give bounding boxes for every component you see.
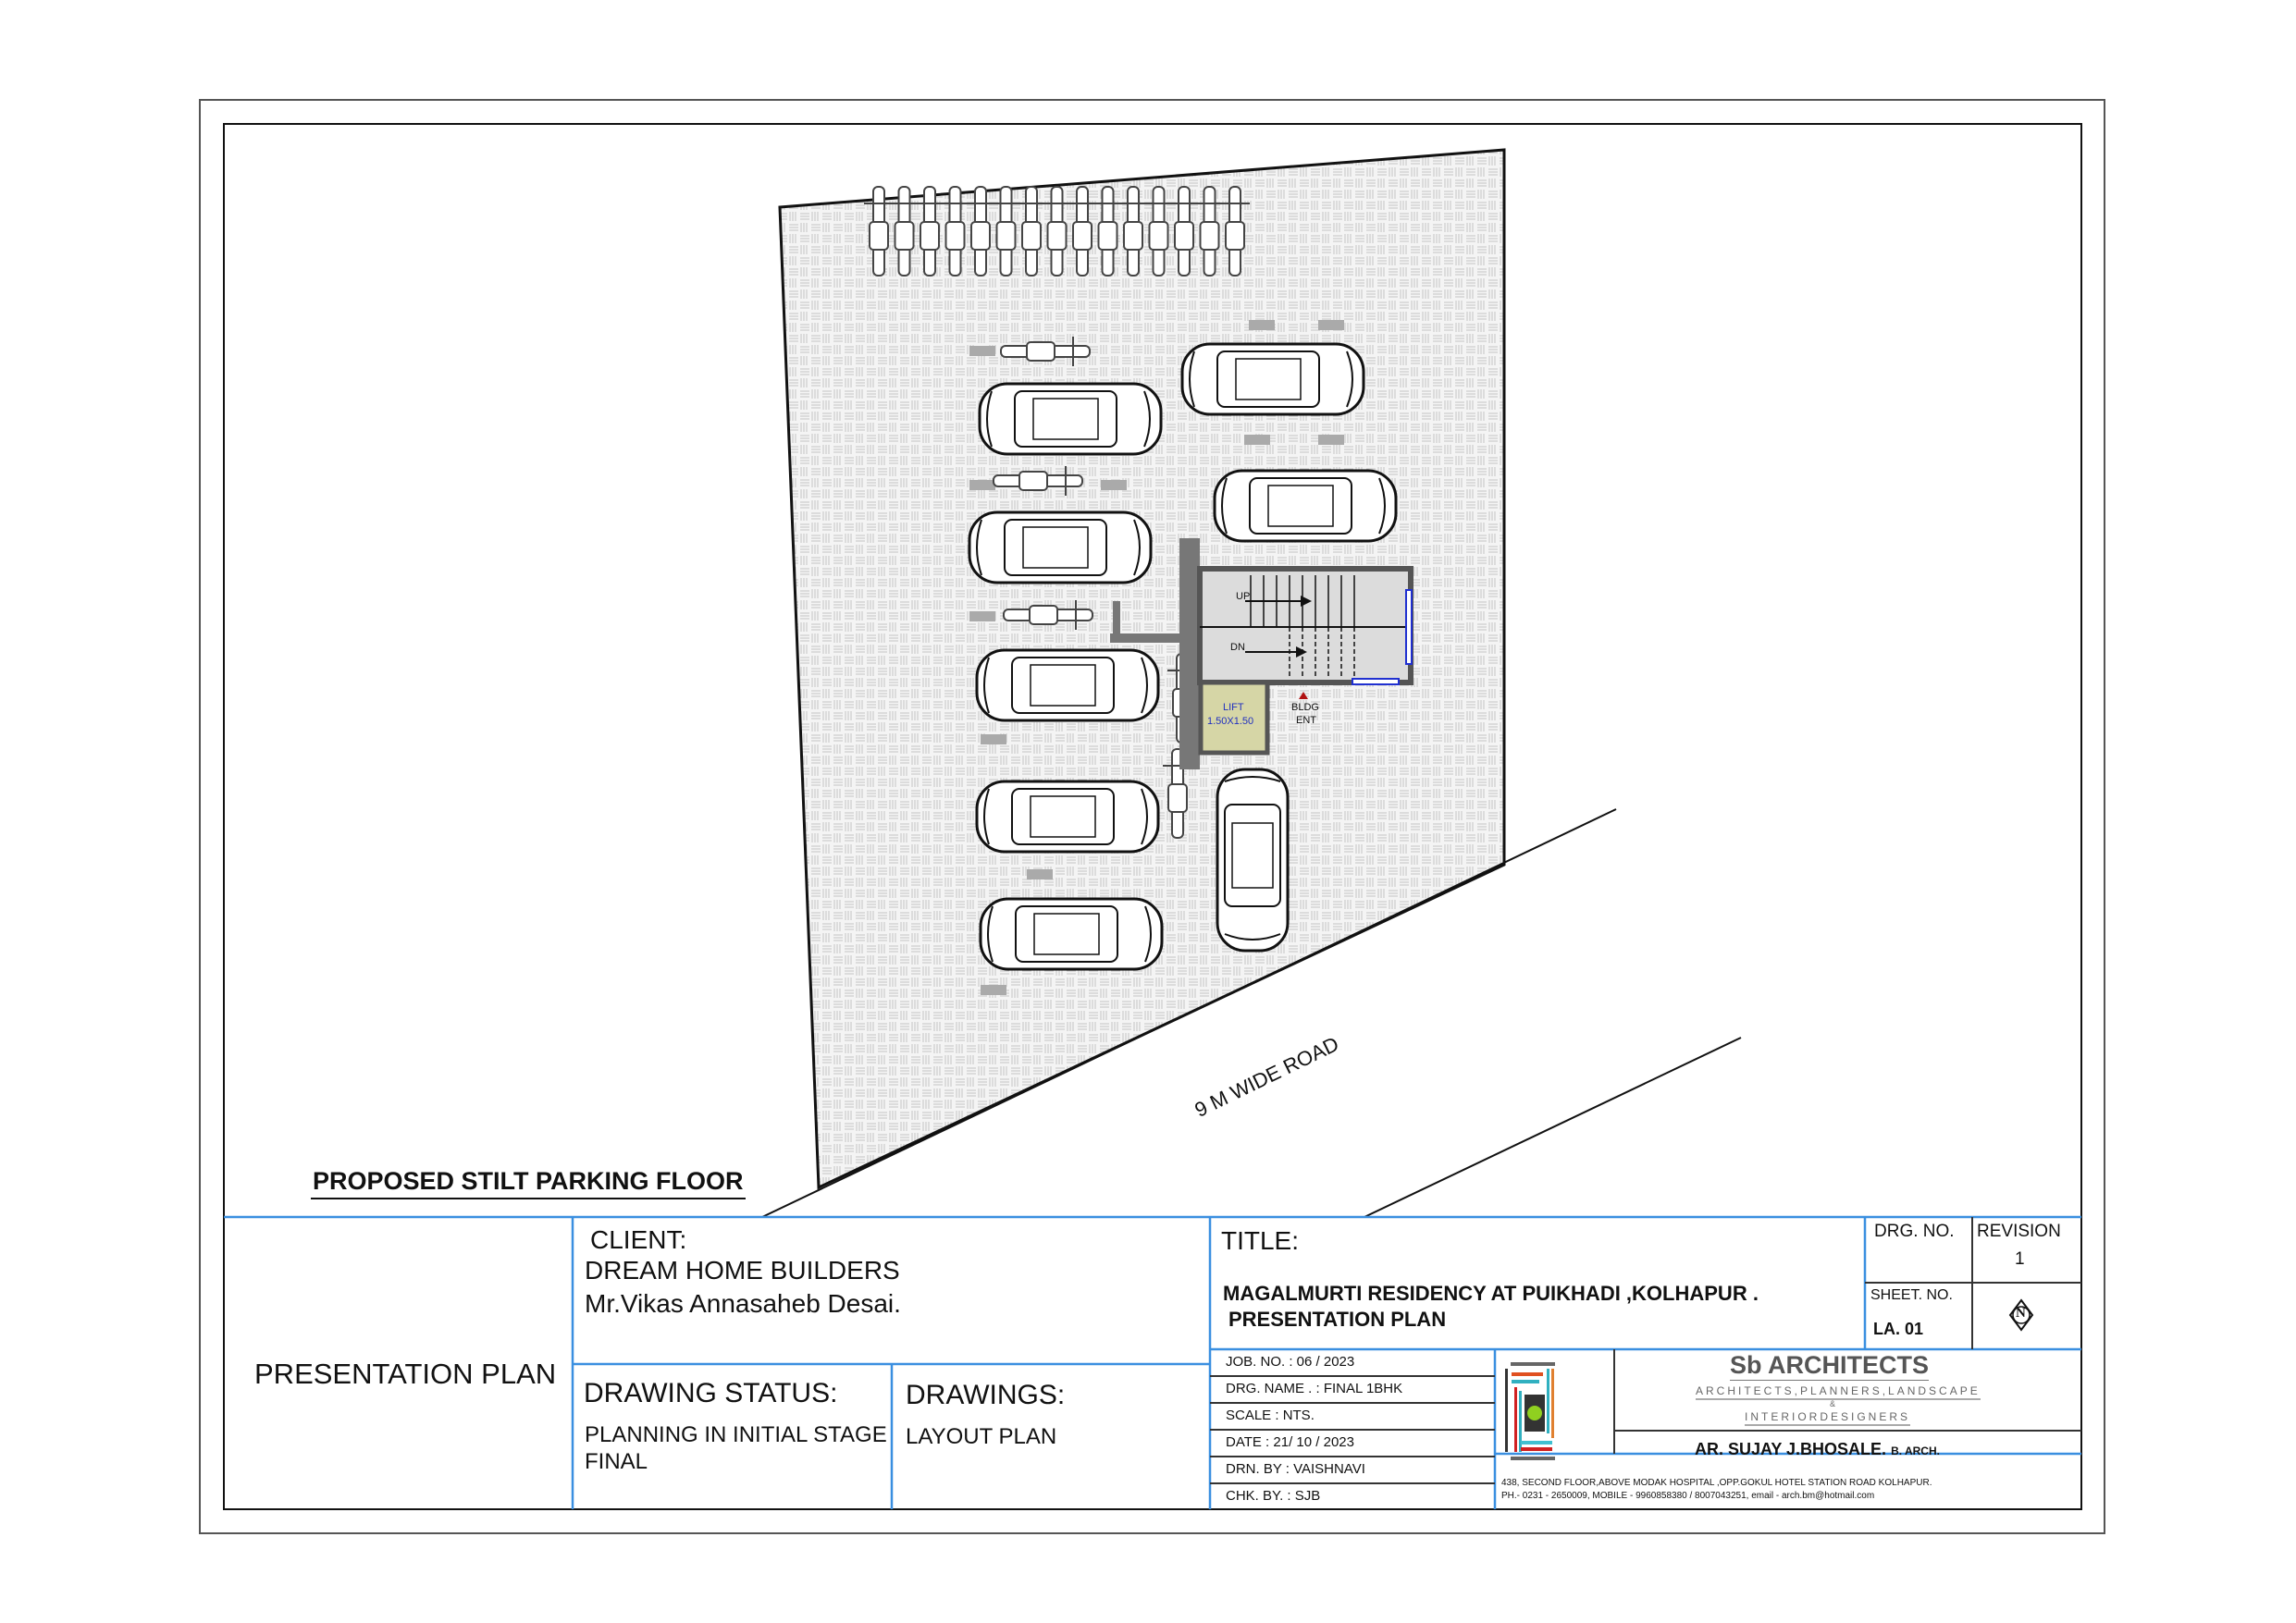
architect-name-text: AR. SUJAY J.BHOSALE. <box>1695 1440 1887 1458</box>
wheel-stop <box>1244 435 1270 445</box>
revision-value: 1 <box>2015 1249 2025 1269</box>
drawings-heading: DRAWINGS: <box>906 1380 1066 1410</box>
firm-address: 438, SECOND FLOOR,ABOVE MODAK HOSPITAL ,… <box>1501 1478 1932 1488</box>
sheet-no-label: SHEET. NO. <box>1870 1287 1953 1303</box>
north-arrow-icon <box>2008 1298 2034 1332</box>
wheel-stop <box>1249 320 1275 330</box>
north-label: N <box>2016 1306 2026 1321</box>
stair-core <box>1110 538 1413 769</box>
drg-no-label: DRG. NO. <box>1874 1222 1955 1241</box>
client-name: DREAM HOME BUILDERS <box>585 1256 900 1285</box>
drawing-caption: PROPOSED STILT PARKING FLOOR <box>311 1169 746 1199</box>
revision-label: REVISION <box>1977 1222 2061 1241</box>
firm-contact: PH.- 0231 - 2650009, MOBILE - 9960858380… <box>1501 1491 1875 1501</box>
drawings-value: LAYOUT PLAN <box>906 1424 1057 1449</box>
project-title: MAGALMURTI RESIDENCY AT PUIKHADI ,KOLHAP… <box>1223 1282 1759 1305</box>
scale: SCALE : NTS. <box>1226 1408 1315 1423</box>
checked-by: CHK. BY. : SJB <box>1226 1488 1321 1504</box>
drawn-by: DRN. BY : VAISHNAVI <box>1226 1461 1365 1477</box>
status-line2: FINAL <box>585 1449 648 1474</box>
firm-tagline-2: INTERIORDESIGNERS <box>1745 1411 1911 1426</box>
stair-up-label: UP <box>1236 591 1251 602</box>
project-subtitle: PRESENTATION PLAN <box>1228 1308 1447 1331</box>
wheel-stop <box>1027 869 1053 879</box>
inner-border <box>223 123 2082 1510</box>
status-line1: PLANNING IN INITIAL STAGE <box>585 1422 887 1447</box>
architect-name: AR. SUJAY J.BHOSALE. B. ARCH. <box>1695 1441 1940 1457</box>
outer-border <box>199 99 2105 1534</box>
title-heading: TITLE: <box>1221 1226 1300 1255</box>
parking-vehicles <box>863 186 1398 995</box>
sheet-purpose: PRESENTATION PLAN <box>254 1358 557 1390</box>
building-entrance-label-2: ENT <box>1296 715 1316 726</box>
road-edge <box>761 808 1617 1218</box>
wheel-stop <box>969 346 995 356</box>
date: DATE : 21/ 10 / 2023 <box>1226 1434 1354 1450</box>
wheel-stop <box>1318 435 1344 445</box>
status-heading: DRAWING STATUS: <box>584 1378 838 1408</box>
lift-size-label: 1.50X1.50 <box>1207 716 1254 727</box>
firm-logo <box>1505 1362 1555 1460</box>
wheel-stop <box>1318 320 1344 330</box>
firm-tagline-1: ARCHITECTS,PLANNERS,LANDSCAPE <box>1696 1385 1981 1400</box>
job-no: JOB. NO. : 06 / 2023 <box>1226 1354 1355 1370</box>
road-edge <box>1364 1037 1742 1218</box>
firm-ampersand: & <box>1830 1399 1836 1408</box>
wheel-stop <box>981 734 1006 744</box>
sheet-no-value: LA. 01 <box>1873 1320 1924 1338</box>
wheel-stop <box>1101 480 1127 490</box>
stair-dn-label: DN <box>1230 642 1245 653</box>
wheel-stop <box>969 611 995 621</box>
info-rows: JOB. NO. : 06 / 2023 DRG. NAME . : FINAL… <box>1226 1355 1402 1516</box>
firm-name: Sb ARCHITECTS <box>1730 1351 1929 1381</box>
client-heading: CLIENT: <box>590 1225 687 1254</box>
wheel-stop <box>981 985 1006 995</box>
wheel-stop <box>969 480 995 490</box>
drawing-name: DRG. NAME . : FINAL 1BHK <box>1226 1381 1403 1396</box>
lift-label: LIFT <box>1223 702 1244 713</box>
building-entrance-label: BLDG <box>1291 702 1319 713</box>
client-person: Mr.Vikas Annasaheb Desai. <box>585 1289 901 1318</box>
architect-degree: B. ARCH. <box>1891 1445 1940 1457</box>
